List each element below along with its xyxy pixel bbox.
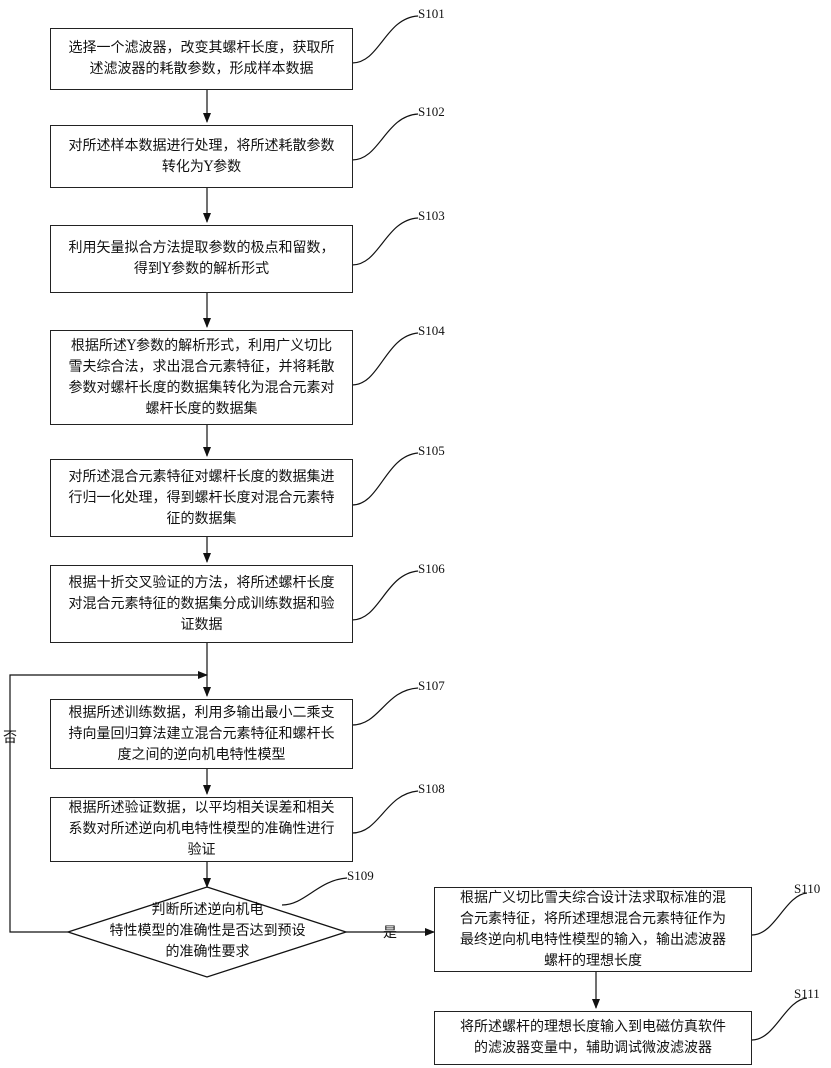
leader-s108 [352, 791, 418, 833]
step-line: 根据所述Y参数的解析形式，利用广义切比 [69, 336, 335, 357]
step-box-s110: 根据广义切比雪夫综合设计法求取标准的混合元素特征，将所述理想混合元素特征作为最终… [434, 887, 752, 972]
step-box-s101: 选择一个滤波器，改变其螺杆长度，获取所述滤波器的耗散参数，形成样本数据 [50, 28, 353, 90]
step-line: 将所述螺杆的理想长度输入到电磁仿真软件 [460, 1017, 726, 1038]
step-line: 证数据 [69, 615, 335, 636]
step-number-s110: S110 [794, 881, 820, 897]
step-line: 根据广义切比雪夫综合设计法求取标准的混 [460, 888, 726, 909]
step-line: 持向量回归算法建立混合元素特征和螺杆长 [69, 724, 335, 745]
step-box-s104: 根据所述Y参数的解析形式，利用广义切比雪夫综合法，求出混合元素特征，并将耗散参数… [50, 330, 353, 425]
step-line: 选择一个滤波器，改变其螺杆长度，获取所 [69, 38, 335, 59]
step-number-s103: S103 [418, 208, 445, 224]
step-box-s111: 将所述螺杆的理想长度输入到电磁仿真软件的滤波器变量中，辅助调试微波滤波器 [434, 1011, 752, 1065]
step-line: 系数对所述逆向机电特性模型的准确性进行 [69, 819, 335, 840]
step-line: 最终逆向机电特性模型的输入，输出滤波器 [460, 930, 726, 951]
step-line: 对所述混合元素特征对螺杆长度的数据集进 [69, 467, 335, 488]
step-line: 参数对螺杆长度的数据集转化为混合元素对 [69, 378, 335, 399]
step-box-s108: 根据所述验证数据，以平均相关误差和相关系数对所述逆向机电特性模型的准确性进行验证 [50, 797, 353, 862]
leader-s102 [352, 114, 418, 160]
step-line: 利用矢量拟合方法提取参数的极点和留数， [69, 238, 335, 259]
leader-s101 [352, 16, 418, 63]
step-line: 的滤波器变量中，辅助调试微波滤波器 [460, 1038, 726, 1059]
step-number-s105: S105 [418, 443, 445, 459]
step-number-s111: S111 [794, 986, 820, 1002]
step-line: 根据所述验证数据，以平均相关误差和相关 [69, 798, 335, 819]
step-number-s106: S106 [418, 561, 445, 577]
step-line: 对所述样本数据进行处理，将所述耗散参数 [69, 136, 335, 157]
step-line: 根据十折交叉验证的方法，将所述螺杆长度 [69, 573, 335, 594]
step-box-s105: 对所述混合元素特征对螺杆长度的数据集进行归一化处理，得到螺杆长度对混合元素特征的… [50, 459, 353, 537]
step-number-s108: S108 [418, 781, 445, 797]
branch-label-yes: 是 [383, 922, 397, 942]
step-box-s102: 对所述样本数据进行处理，将所述耗散参数转化为Y参数 [50, 125, 353, 188]
leader-s107 [352, 688, 418, 725]
step-line: 得到Y参数的解析形式 [69, 259, 335, 280]
decision-line: 的准确性要求 [105, 942, 310, 963]
leader-s110 [752, 893, 807, 935]
decision-text-s109: 判断所述逆向机电 特性模型的准确性是否达到预设 的准确性要求 [105, 900, 310, 963]
step-line: 对混合元素特征的数据集分成训练数据和验 [69, 594, 335, 615]
step-number-s107: S107 [418, 678, 445, 694]
decision-line: 特性模型的准确性是否达到预设 [105, 921, 310, 942]
step-line: 述滤波器的耗散参数，形成样本数据 [69, 59, 335, 80]
step-line: 验证 [69, 840, 335, 861]
step-line: 螺杆长度的数据集 [69, 399, 335, 420]
step-line: 征的数据集 [69, 509, 335, 530]
step-number-s102: S102 [418, 104, 445, 120]
step-line: 度之间的逆向机电特性模型 [69, 745, 335, 766]
step-box-s107: 根据所述训练数据，利用多输出最小二乘支持向量回归算法建立混合元素特征和螺杆长度之… [50, 699, 353, 769]
leader-s104 [352, 333, 418, 385]
step-line: 转化为Y参数 [69, 157, 335, 178]
step-line: 雪夫综合法，求出混合元素特征，并将耗散 [69, 357, 335, 378]
step-box-s103: 利用矢量拟合方法提取参数的极点和留数，得到Y参数的解析形式 [50, 225, 353, 293]
step-number-s101: S101 [418, 6, 445, 22]
step-line: 根据所述训练数据，利用多输出最小二乘支 [69, 703, 335, 724]
step-line: 合元素特征，将所述理想混合元素特征作为 [460, 909, 726, 930]
leader-s103 [352, 218, 418, 265]
step-number-s104: S104 [418, 323, 445, 339]
decision-line: 判断所述逆向机电 [105, 900, 310, 921]
leader-s111 [752, 998, 807, 1040]
leader-s106 [352, 571, 418, 620]
step-number-s109: S109 [347, 868, 374, 884]
step-box-s106: 根据十折交叉验证的方法，将所述螺杆长度对混合元素特征的数据集分成训练数据和验证数… [50, 565, 353, 643]
step-line: 行归一化处理，得到螺杆长度对混合元素特 [69, 488, 335, 509]
branch-label-no: 否 [3, 727, 17, 747]
leader-s105 [352, 453, 418, 505]
step-line: 螺杆的理想长度 [460, 951, 726, 972]
